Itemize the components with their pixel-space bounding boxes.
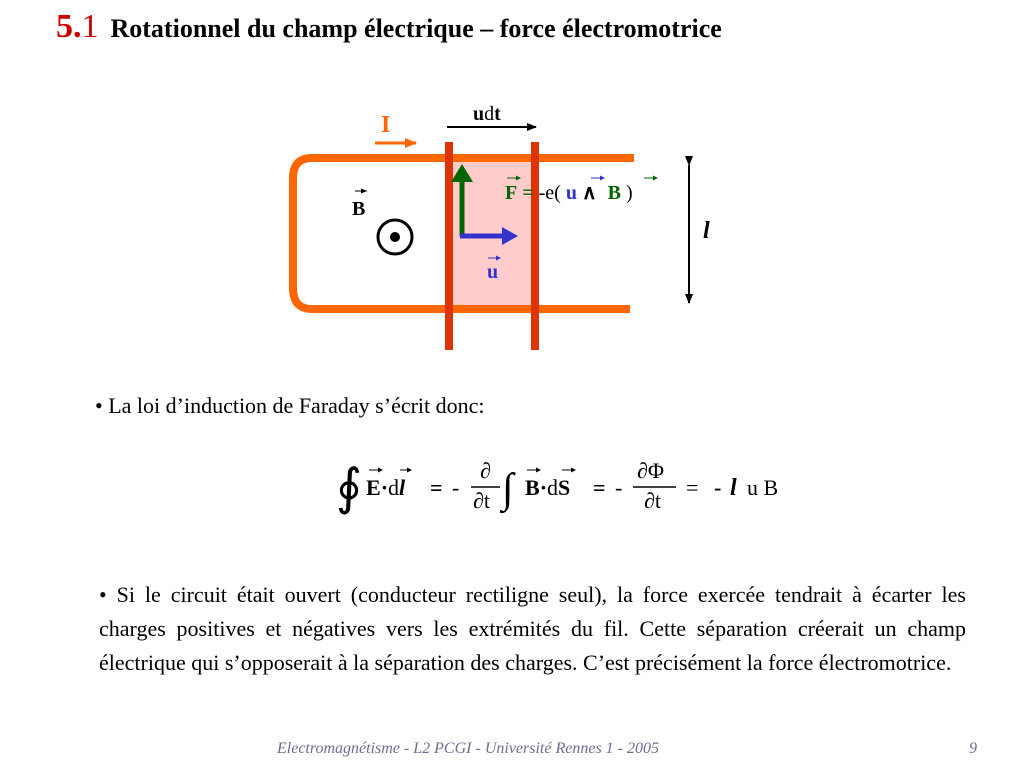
svg-text:∂Φ: ∂Φ bbox=[637, 458, 664, 483]
faraday-bullet: • La loi d’induction de Faraday s’écrit … bbox=[95, 393, 485, 418]
displacement-label: udt bbox=[473, 103, 501, 125]
svg-text:=: = bbox=[430, 475, 443, 500]
svg-text:∂t: ∂t bbox=[644, 488, 661, 513]
faraday-equation: ∮ E·dl = - ∂ ∂t ∫ B·dS = - ∂Φ ∂t = - l u… bbox=[336, 458, 778, 515]
svg-text:-: - bbox=[714, 475, 721, 500]
svg-text:-: - bbox=[615, 475, 622, 500]
svg-text:u B: u B bbox=[747, 475, 778, 500]
svg-text:∂t: ∂t bbox=[473, 488, 490, 513]
velocity-arrowhead bbox=[502, 227, 518, 245]
slide-title: 5.1 Rotationnel du champ électrique – for… bbox=[56, 8, 722, 46]
svg-text:=: = bbox=[593, 475, 606, 500]
force-arrowhead bbox=[451, 164, 473, 182]
section-number: 5.1 bbox=[56, 8, 99, 45]
contour-integral-sign: ∮ bbox=[336, 459, 362, 515]
length-label: l bbox=[703, 218, 710, 244]
circuit-conductor bbox=[289, 154, 634, 313]
svg-text:l: l bbox=[730, 475, 737, 501]
footer: Electromagnétisme - L2 PCGI - Université… bbox=[0, 740, 1024, 764]
field-out-of-page-symbol bbox=[376, 218, 414, 256]
B-label: B bbox=[352, 198, 365, 220]
surface-integral-sign: ∫ bbox=[499, 466, 516, 514]
field-dot bbox=[390, 232, 400, 242]
footer-text: Electromagnétisme - L2 PCGI - Université… bbox=[277, 740, 659, 757]
svg-text:∂: ∂ bbox=[480, 458, 491, 483]
force-equation: F = -e( u ∧ B ) bbox=[505, 182, 633, 204]
page-number: 9 bbox=[969, 740, 977, 757]
svg-text:B·dS: B·dS bbox=[525, 475, 570, 500]
svg-text:=: = bbox=[686, 475, 698, 500]
open-circuit-paragraph: • Si le circuit était ouvert (conducteur… bbox=[99, 582, 966, 675]
title-text: Rotationnel du champ électrique – force … bbox=[110, 14, 722, 43]
svg-text:-: - bbox=[452, 475, 459, 500]
svg-text:E·dl: E·dl bbox=[366, 475, 406, 500]
u-label: u bbox=[487, 261, 498, 283]
current-label: I bbox=[381, 112, 390, 138]
